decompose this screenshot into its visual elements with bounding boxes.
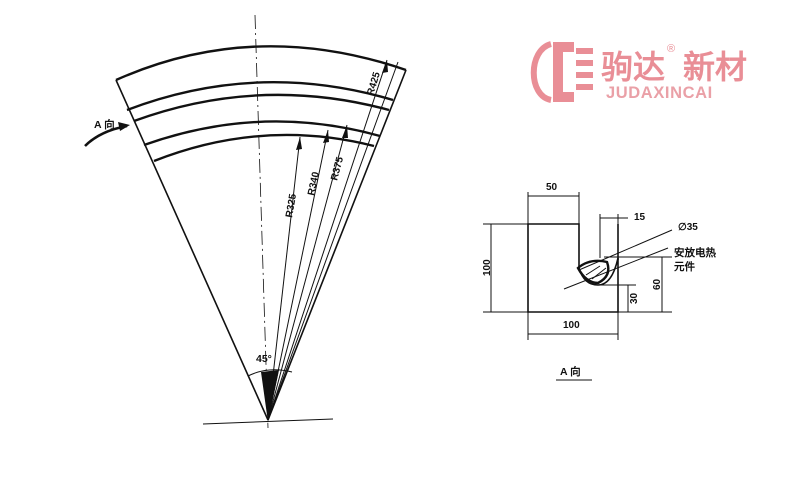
sector-outer-arc bbox=[115, 45, 407, 82]
brand-logo: 驹达 ® 新材 JUDAXINCAI bbox=[530, 41, 747, 103]
section-view: 50 15 ∅35 100 30 60 100 安放电热 元件 A 向 bbox=[482, 182, 716, 381]
logo-brand-en: JUDAXINCAI bbox=[606, 84, 713, 102]
diameter-leader bbox=[578, 229, 673, 271]
sector-left-edge bbox=[115, 79, 269, 421]
radius-label-r375: R375 bbox=[329, 155, 346, 181]
heater-note-line2: 元件 bbox=[674, 260, 695, 273]
sector-arc-4 bbox=[143, 120, 381, 147]
dim-base-width: 100 bbox=[563, 320, 580, 331]
section-view-label: A 向 bbox=[560, 365, 581, 378]
dim-height: 100 bbox=[482, 259, 493, 276]
dim-diameter: ∅35 bbox=[678, 222, 698, 233]
r375-leader bbox=[267, 124, 348, 421]
dim-top-width: 50 bbox=[546, 182, 558, 193]
radius-label-r325: R325 bbox=[284, 193, 299, 219]
r425-leader-2 bbox=[267, 61, 399, 421]
logo-brand-cn: 驹达 bbox=[601, 48, 665, 86]
sector-arc-3 bbox=[133, 93, 390, 123]
dim-groove-height: 60 bbox=[652, 278, 663, 290]
sector-arc-2 bbox=[126, 81, 394, 112]
logo-registered-mark: ® bbox=[667, 43, 675, 55]
heater-note-line1: 安放电热 bbox=[674, 246, 716, 259]
radius-label-r340: R340 bbox=[306, 171, 322, 197]
angle-label: 45° bbox=[256, 353, 272, 365]
r425-leader bbox=[267, 59, 388, 421]
section-profile bbox=[527, 223, 619, 313]
sector-right-edge bbox=[267, 69, 407, 421]
heater-hatch-1 bbox=[585, 265, 601, 276]
r425-arrowhead bbox=[382, 60, 388, 73]
a-direction-label: A 向 bbox=[94, 118, 115, 131]
logo-product-cn: 新材 bbox=[683, 48, 747, 86]
r375-arrowhead bbox=[342, 125, 348, 138]
dim-groove-depth: 30 bbox=[629, 292, 640, 304]
dim-groove-offset: 15 bbox=[634, 212, 646, 223]
heater-groove bbox=[576, 259, 610, 285]
a-direction-arrowhead bbox=[118, 122, 130, 131]
angle-arc bbox=[247, 369, 293, 377]
r325-arrowhead bbox=[296, 137, 302, 150]
radius-label-r425: R425 bbox=[365, 70, 383, 96]
r340-arrowhead bbox=[323, 130, 329, 143]
sector-arc-5 bbox=[153, 133, 375, 163]
logo-emblem-icon bbox=[530, 41, 593, 103]
sector-vertex bbox=[261, 370, 279, 422]
sector-centerline bbox=[254, 14, 269, 429]
sector-view: 45° R325 R340 R375 R425 A 向 bbox=[84, 14, 407, 429]
heater-note-leader bbox=[563, 247, 669, 290]
